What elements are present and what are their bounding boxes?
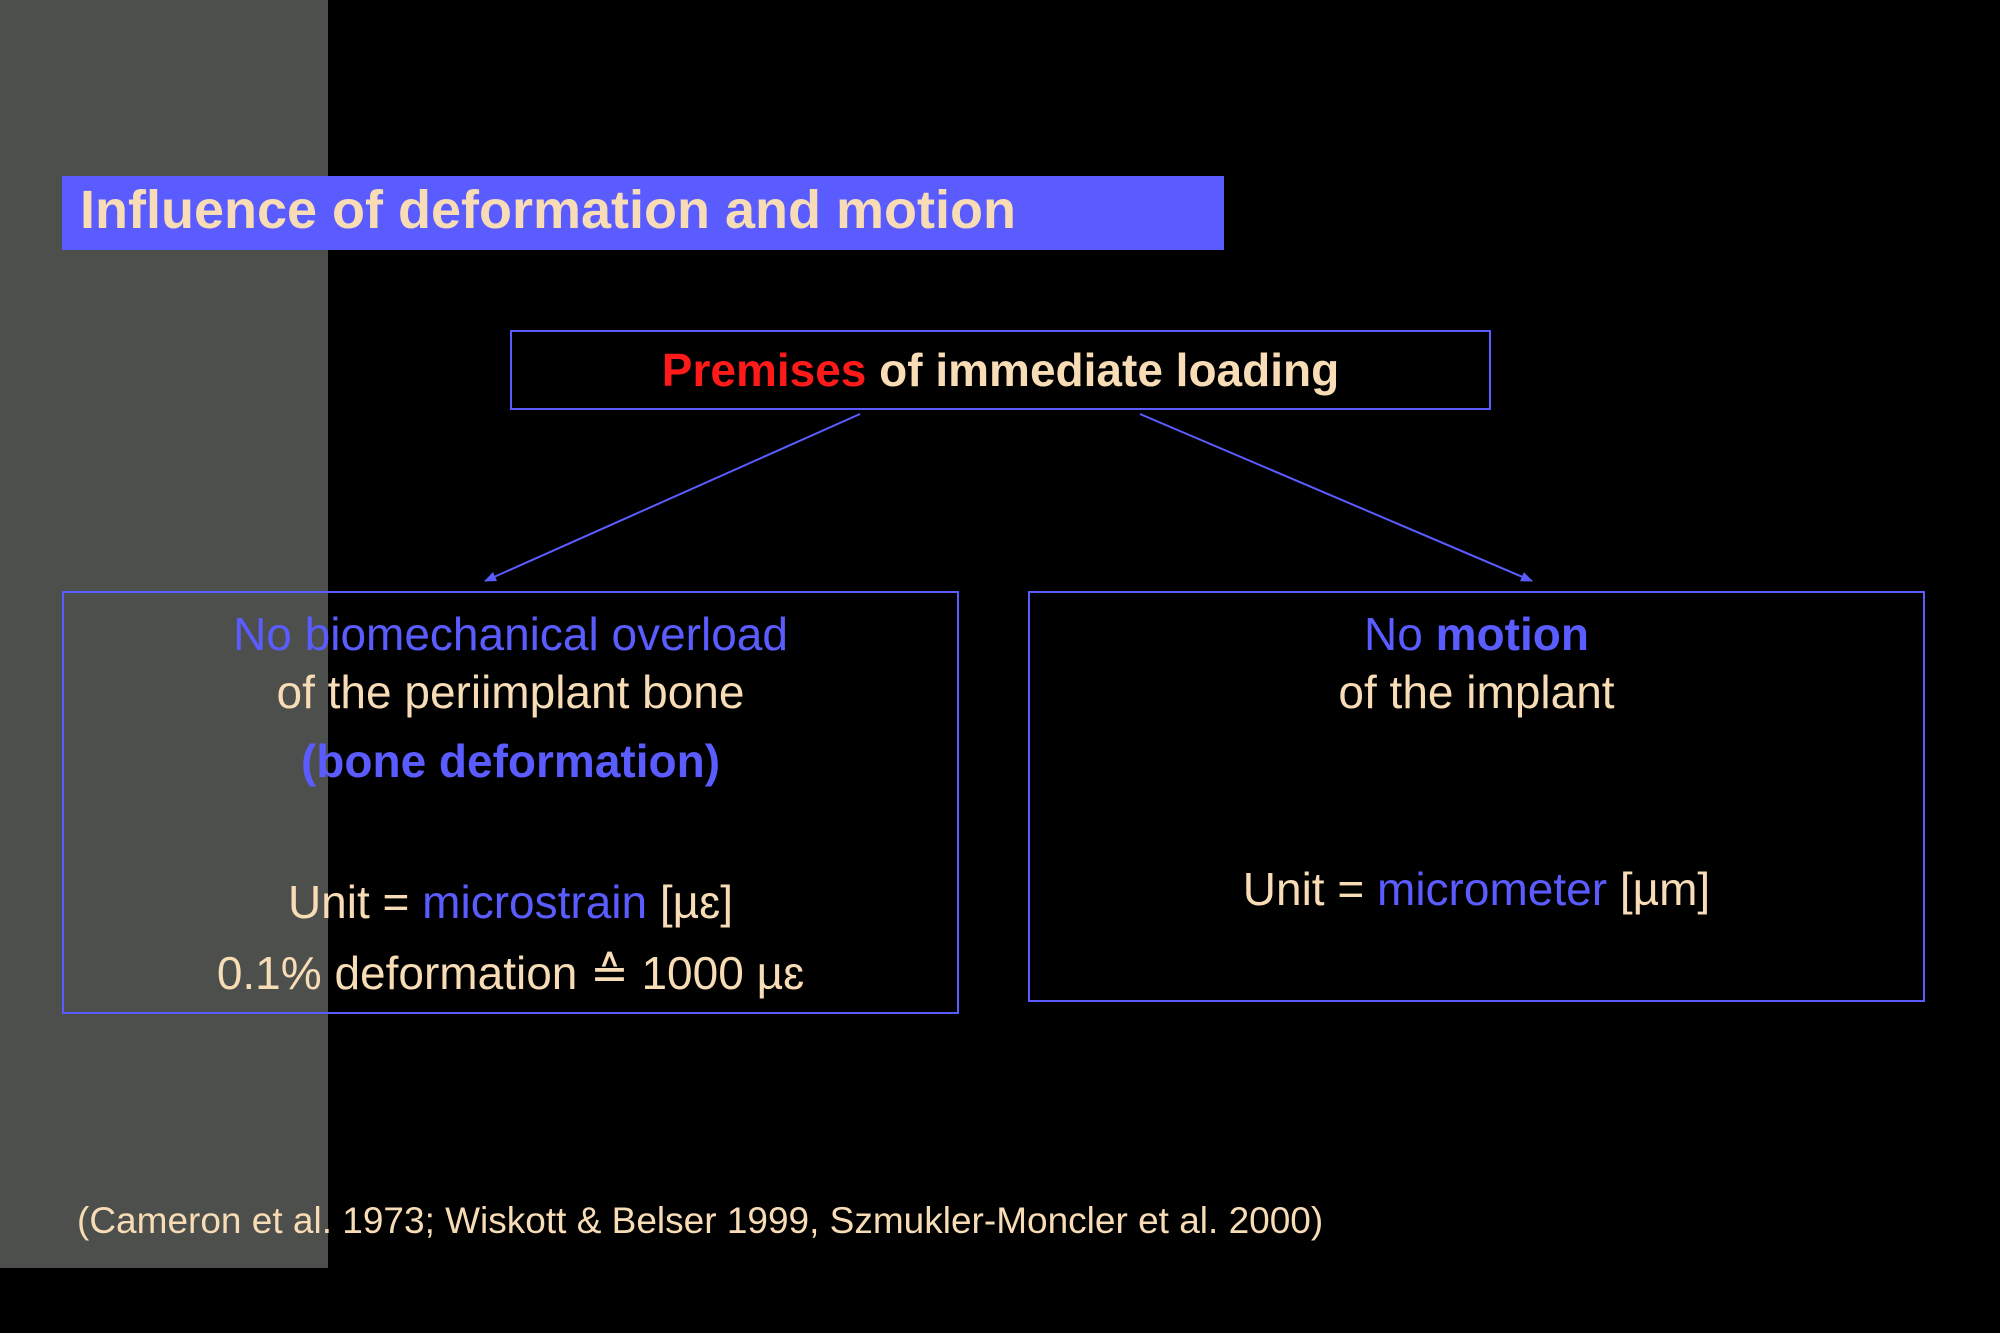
strain-unit-line: Unit = microstrain [µɛ] [64, 874, 957, 930]
motion-unit-line: Unit = micrometer [µm] [1030, 861, 1923, 917]
premises-rest: of immediate loading [866, 344, 1340, 396]
motion-unit-symbol: [µm] [1607, 863, 1711, 915]
slide-title: Influence of deformation and motion [62, 176, 1224, 250]
no-motion-line: No motion [1030, 606, 1923, 662]
arrow-to-deformation [484, 413, 861, 582]
deformation-conversion: 0.1% deformation ≙ 1000 µɛ [216, 947, 805, 999]
bone-deformation-line: (bone deformation) [300, 735, 721, 787]
premises-box: Premises of immediate loading [510, 330, 1491, 410]
strain-unit-prefix: Unit = [287, 876, 423, 928]
deformation-box: No biomechanical overload of the periimp… [62, 591, 959, 1014]
arrow-to-motion [1139, 413, 1533, 582]
premises-highlight: Premises [661, 344, 867, 396]
implant-line: of the implant [1338, 666, 1615, 718]
motion-unit-prefix: Unit = [1242, 863, 1378, 915]
strain-unit-symbol: [µɛ] [647, 876, 734, 928]
no-motion-bold: motion [1435, 608, 1589, 660]
strain-unit-name: microstrain [422, 876, 648, 928]
periimplant-line: of the periimplant bone [276, 666, 745, 718]
motion-unit-name: micrometer [1377, 863, 1608, 915]
citation: (Cameron et al. 1973; Wiskott & Belser 1… [77, 1200, 1324, 1241]
overload-line: No biomechanical overload [233, 608, 788, 660]
motion-box: No motion of the implant Unit = micromet… [1028, 591, 1925, 1002]
no-motion-prefix: No [1364, 608, 1436, 660]
